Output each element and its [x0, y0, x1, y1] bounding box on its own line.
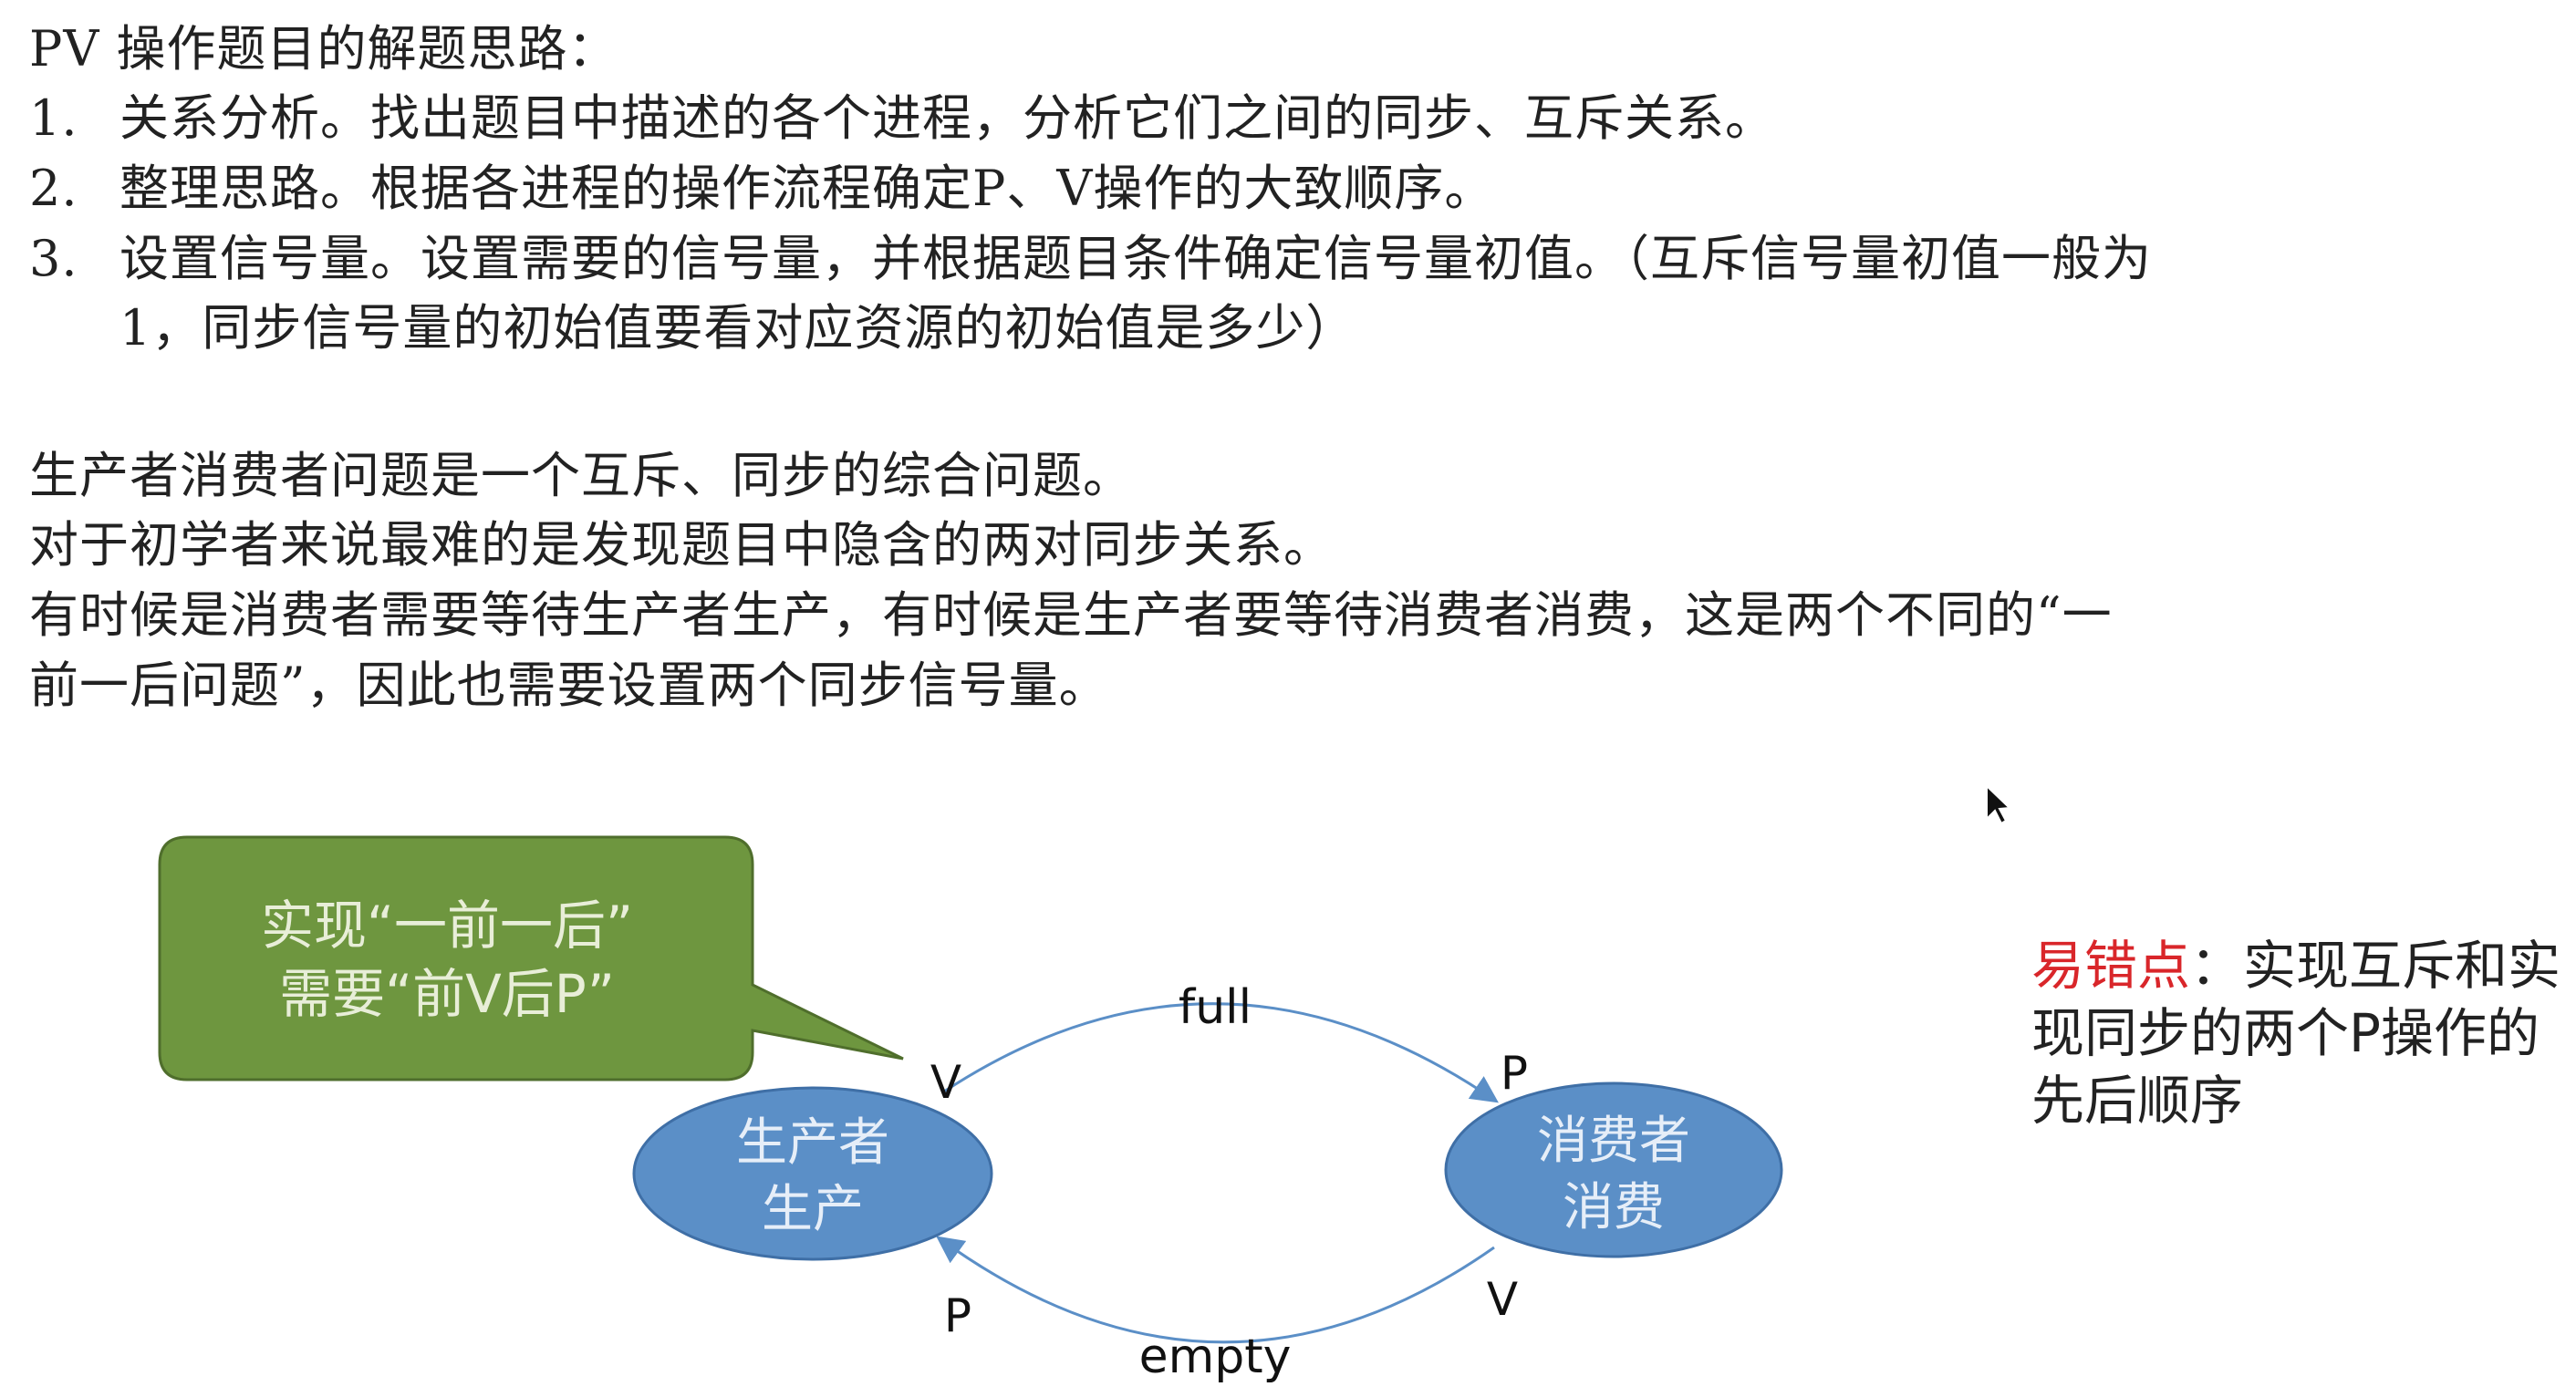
step-number: 1. [29, 89, 78, 147]
producer-node [632, 1086, 993, 1261]
pitfall-highlight: 易错点 [2031, 935, 2191, 997]
step-text: 设置信号量。设置需要的信号量，并根据题目条件确定信号量初值。（互斥信号量初值一般… [119, 230, 2152, 287]
step-1: 1. 关系分析。找出题目中描述的各个进程，分析它们之间的同步、互斥关系。 [29, 89, 1775, 148]
callout-text: 需要“前V后P” [279, 963, 615, 1025]
callout-text: 实现“一前一后” [261, 895, 633, 957]
empty-arc [936, 1236, 1495, 1344]
heading: PV 操作题目的解题思路： [29, 20, 618, 78]
paragraph-line: 前一后问题”，因此也需要设置两个同步信号量。 [29, 657, 1109, 714]
step-number: 3. [29, 230, 78, 287]
empty-label: empty [1139, 1330, 1292, 1384]
p-label: P [944, 1289, 971, 1342]
consumer-label: 消费者 [1537, 1112, 1690, 1171]
step-number: 2. [29, 160, 78, 217]
pitfall-text: ：实现互斥和实现同步的两个P操作的先后顺序 [2031, 935, 2561, 1132]
v-label: V [1487, 1273, 1518, 1326]
step-2: 2. 整理思路。根据各进程的操作流程确定P、V操作的大致顺序。 [29, 160, 1494, 218]
full-arc [943, 1002, 1499, 1103]
paragraph-line: 对于初学者来说最难的是发现题目中隐含的两对同步关系。 [29, 516, 1334, 574]
consumer-node [1444, 1081, 1783, 1258]
consumer-label: 消费 [1563, 1178, 1665, 1237]
producer-label: 生产 [762, 1180, 864, 1239]
step-3-continued: 1，同步信号量的初始值要看对应资源的初始值是多少） [119, 299, 1356, 357]
mouse-cursor-icon [1986, 783, 2012, 825]
v-label: V [930, 1056, 961, 1109]
producer-label: 生产者 [736, 1113, 889, 1173]
full-label: full [1179, 980, 1252, 1035]
p-label: P [1501, 1047, 1528, 1100]
paragraph-line: 有时候是消费者需要等待生产者生产，有时候是生产者要等待消费者消费，这是两个不同的… [29, 586, 2113, 644]
pitfall-note: 易错点：实现互斥和实现同步的两个P操作的先后顺序 [2031, 932, 2570, 1134]
paragraph-line: 生产者消费者问题是一个互斥、同步的综合问题。 [29, 447, 1133, 504]
callout-bubble [158, 835, 904, 1081]
step-text: 整理思路。根据各进程的操作流程确定P、V操作的大致顺序。 [119, 160, 1495, 217]
step-3: 3. 设置信号量。设置需要的信号量，并根据题目条件确定信号量初值。（互斥信号量初值… [29, 230, 2152, 288]
step-text: 关系分析。找出题目中描述的各个进程，分析它们之间的同步、互斥关系。 [119, 89, 1775, 147]
